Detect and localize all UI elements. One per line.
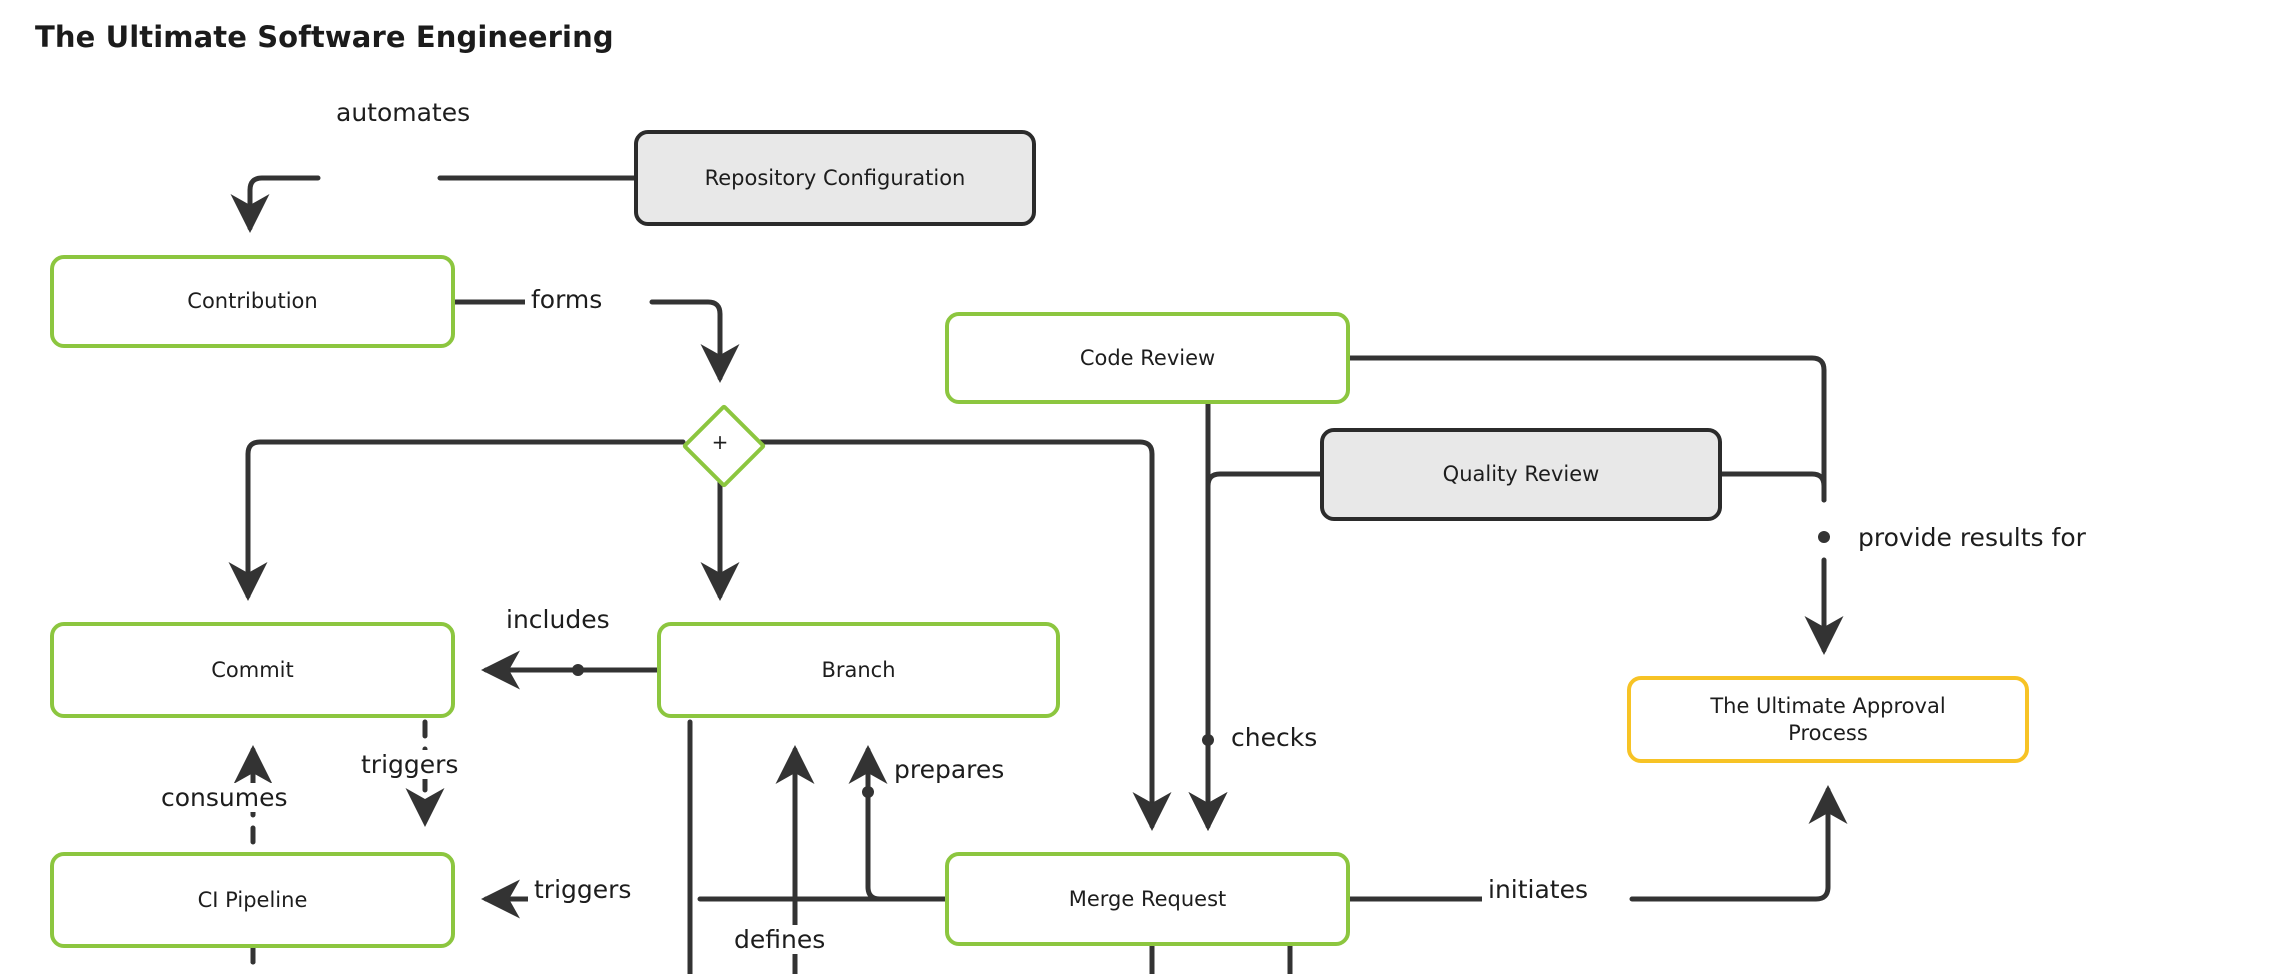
edge-label-initiates: initiates [1482,875,1595,904]
node-label: Code Review [1079,345,1216,370]
edge-provide-results-dot [1818,531,1830,543]
edge-label-defines: defines [728,925,832,954]
node-merge-request[interactable]: Merge Request [945,852,1350,946]
edge-label-forms: forms [525,285,609,314]
edge-label-triggers-mr-ci: triggers [528,875,638,904]
node-ci-pipeline[interactable]: CI Pipeline [50,852,455,948]
edge-includes-dot [572,664,584,676]
edge-label-provide-results-for: provide results for [1852,523,2092,552]
node-label: CI Pipeline [197,887,308,912]
node-label: Merge Request [1068,886,1227,911]
edge-quality-review-approval [1719,471,1827,503]
node-label: Quality Review [1442,462,1600,487]
node-branch[interactable]: Branch [657,622,1060,718]
page-title: The Ultimate Software Engineering [35,20,614,54]
node-quality-review[interactable]: Quality Review [1320,428,1722,521]
edge-label-consumes: consumes [155,783,294,812]
edge-label-includes: includes [500,605,616,634]
node-label: Repository Configuration [704,165,966,190]
node-label: The Ultimate Approval Process [1710,693,1946,745]
node-label: Contribution [187,289,318,314]
edge-junction-commit [228,439,686,602]
node-label: Commit [211,657,294,682]
edge-forms-line [452,299,720,378]
junction-symbol: + [711,430,729,454]
node-code-review[interactable]: Code Review [945,312,1350,404]
node-label: Branch [821,657,896,682]
edge-checks [1208,471,1323,826]
node-ultimate-approval-process[interactable]: The Ultimate Approval Process [1627,676,2029,763]
edge-prepares-dot [862,786,874,798]
edge-label-automates: automates [330,98,477,127]
edge-junction-merge-request [754,439,1172,832]
edge-initiates [1347,790,1828,902]
edge-label-triggers-commit-ci: triggers [355,750,465,779]
edge-automates-line [250,175,637,228]
and-junction[interactable]: + [681,403,767,489]
edge-code-review-approval [1347,355,1824,650]
edge-label-checks: checks [1225,723,1324,752]
node-repository-configuration[interactable]: Repository Configuration [634,130,1036,226]
node-contribution[interactable]: Contribution [50,255,455,348]
edge-label-prepares: prepares [888,755,1011,784]
edge-checks-dot [1202,734,1214,746]
node-commit[interactable]: Commit [50,622,455,718]
